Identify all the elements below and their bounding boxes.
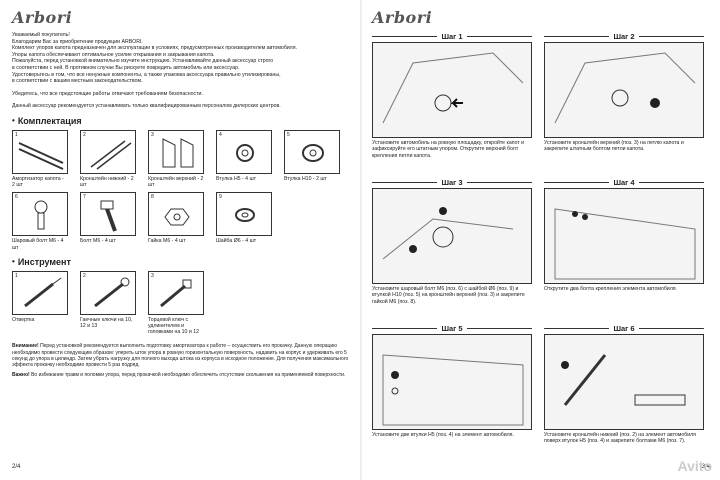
kit-item: 5 Втулка Н10 - 2 шт <box>284 129 340 188</box>
gas-strut-icon <box>18 142 64 170</box>
step-2: Шаг 2 Установите кронштейн верхний (поз.… <box>544 30 704 153</box>
watermark: Avito <box>677 458 712 474</box>
step-1: Шаг 1 Установите автомобиль на ровную пл… <box>372 30 532 159</box>
intro-line: Пожалуйста, перед установкой внимательно… <box>12 58 274 65</box>
bolt-icon <box>100 200 117 233</box>
washer-icon <box>235 208 255 223</box>
kit-item: 1 Амортизатор капота - 2 шт <box>12 129 68 188</box>
kit-item: 2 Кронштейн нижний - 2 шт <box>80 129 136 188</box>
socket-wrench-icon <box>160 279 192 307</box>
right-page: Arbori Шаг 1 Установите автомобиль на ро… <box>362 0 720 480</box>
tools-row: 1 Отвертка 2 Гаечные ключи на 10, 12 и 1… <box>12 270 350 336</box>
step-6: Шаг 6 Установите кронштейн нижний (поз. … <box>544 322 704 445</box>
page-number-right: 3/4 <box>701 464 710 470</box>
intro-line: Благодарим Вас за приобретение продукции… <box>12 38 143 45</box>
intro-line: в соответствии с ней. В противном случае… <box>12 64 240 71</box>
warnings: Внимание! Перед установкой рекомендуется… <box>12 343 349 379</box>
intro-line: в соответствии с вашим местным законодат… <box>12 78 143 85</box>
upper-bracket-icon <box>162 138 194 168</box>
step-3: Шаг 3 Установите шаровый болт М6 (поз. 6… <box>372 176 532 305</box>
tool-item: 3 Торцевой ключ с удлинителем и головкам… <box>148 270 204 336</box>
intro-text: Уважаемый покупатель! Благодарим Вас за … <box>12 32 350 110</box>
left-page: Arbori Уважаемый покупатель! Благодарим … <box>12 8 350 470</box>
dealer-note: Данный аксессуар рекомендуется устанавли… <box>12 103 281 110</box>
step-4: Шаг 4 Открутите два болта крепления элем… <box>544 176 704 292</box>
kit-heading: •Комплектация <box>12 115 82 126</box>
intro-line: Уважаемый покупатель! <box>12 32 70 38</box>
wrench-icon <box>94 277 130 307</box>
kit-item: 8 Гайка М6 - 4 шт <box>148 192 204 250</box>
kit-row-1: 1 Амортизатор капота - 2 шт 2 Кронштейн … <box>12 129 350 189</box>
kit-row-2: 6 Шаровый болт М6 - 4 шт 7 Болт М6 - 4 ш… <box>12 192 350 251</box>
screwdriver-icon <box>24 277 62 307</box>
intro-line: Комплект упоров капота предназначен для … <box>12 45 297 52</box>
brand-logo: Arbori <box>12 8 73 27</box>
intro-line: Удостоверьтесь в том, что все ненужные к… <box>12 71 281 78</box>
ball-bolt-icon <box>34 200 48 230</box>
tool-item: 2 Гаечные ключи на 10, 12 и 13 <box>80 270 136 336</box>
kit-item: 7 Болт М6 - 4 шт <box>80 192 136 250</box>
step-5: Шаг 5 Установите две втулки Н5 (поз. 4) … <box>372 322 532 438</box>
tools-heading: •Инструмент <box>12 256 71 267</box>
brand-logo-right: Arbori <box>372 8 433 27</box>
kit-item: 3 Кронштейн верхний - 2 шт <box>148 129 204 189</box>
page-number-left: 2/4 <box>12 464 21 470</box>
bushing-h10-icon <box>302 143 324 162</box>
step-1-illustration <box>372 42 532 138</box>
safety-note: Убедитесь, что все предстоящие работы от… <box>12 90 203 97</box>
kit-item: 6 Шаровый болт М6 - 4 шт <box>12 192 68 251</box>
tool-item: 1 Отвертка <box>12 270 68 336</box>
step-2-illustration <box>544 42 704 138</box>
nut-icon <box>164 208 190 226</box>
step-6-illustration <box>544 334 704 430</box>
kit-item: 9 Шайба Ø6 - 4 шт <box>216 192 272 250</box>
lower-bracket-icon <box>90 140 132 170</box>
bushing-h5-icon <box>236 143 254 162</box>
step-3-illustration <box>372 188 532 284</box>
kit-item: 4 Втулка Н5 - 4 шт <box>216 129 272 188</box>
intro-line: Упоры капота обеспечивают оптимальное ус… <box>12 51 215 58</box>
step-4-illustration <box>544 188 704 284</box>
step-5-illustration <box>372 334 532 430</box>
